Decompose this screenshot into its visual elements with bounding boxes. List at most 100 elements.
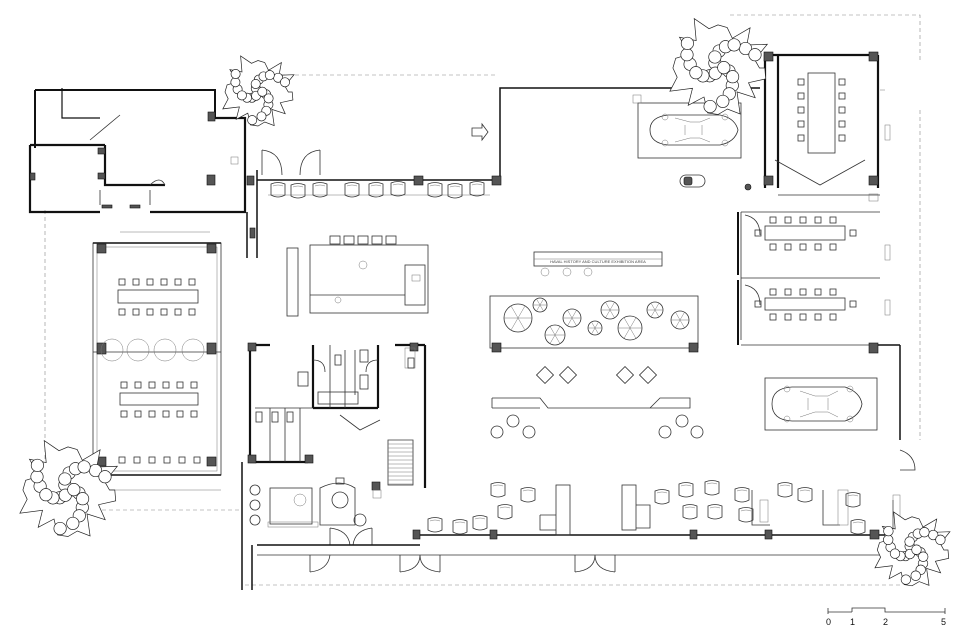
planter-tree-rib xyxy=(571,317,577,326)
lounge-furniture xyxy=(678,482,694,498)
planter-tree-rib xyxy=(629,317,637,329)
tree-leaf-cluster xyxy=(98,470,112,484)
chair-furniture xyxy=(797,134,805,142)
chair-furniture xyxy=(784,216,792,224)
planter-tree-rib xyxy=(536,304,541,312)
chair-furniture xyxy=(188,308,196,316)
lounge-furniture xyxy=(447,183,463,199)
planter-tree-rib xyxy=(675,312,681,321)
planter-tree-rib xyxy=(654,309,660,318)
chair-furniture xyxy=(160,278,168,286)
lounge-furniture xyxy=(490,482,506,498)
chair-furniture xyxy=(838,106,846,114)
planter-tree-rib xyxy=(536,298,541,306)
planter-tree-rib xyxy=(539,304,544,312)
lounge-furniture xyxy=(497,504,513,520)
tree-leaf-cluster xyxy=(264,70,275,81)
smallcircle-furniture xyxy=(490,425,504,439)
chair-furniture xyxy=(148,381,156,389)
exhibition-area: HAVAL HISTORY AND CULTURE EXHIBITION ARE… xyxy=(489,251,704,439)
chair-furniture xyxy=(769,216,777,224)
tree-leaf-cluster xyxy=(918,551,929,562)
tree-leaf-cluster xyxy=(58,472,72,486)
smallcircle-furniture xyxy=(690,425,704,439)
lounge-furniture xyxy=(704,480,720,496)
chair-furniture xyxy=(132,278,140,286)
chair-furniture xyxy=(174,278,182,286)
tree-leaf-cluster xyxy=(726,70,740,84)
tree-leaf-cluster xyxy=(680,48,694,62)
chair-furniture xyxy=(797,78,805,86)
planter-tree-rib xyxy=(591,321,596,329)
chair-furniture xyxy=(163,456,171,464)
chair-furniture xyxy=(120,381,128,389)
tree-leaf-cluster xyxy=(263,93,274,104)
chair-furniture xyxy=(162,381,170,389)
tree-top-right xyxy=(669,17,769,115)
restroom-core xyxy=(247,342,427,491)
chair-furniture xyxy=(148,410,156,418)
tree-top-left xyxy=(222,55,295,127)
tree-leaf-cluster xyxy=(910,570,921,581)
scale-bar: 0 1 2 5 xyxy=(826,607,946,627)
diamond-furniture xyxy=(536,366,554,384)
chair-furniture xyxy=(849,229,857,237)
chair-furniture xyxy=(188,278,196,286)
lounge-furniture xyxy=(734,487,750,503)
chair-furniture xyxy=(146,278,154,286)
exhibition-sign-text: HAVAL HISTORY AND CULTURE EXHIBITION ARE… xyxy=(550,259,646,264)
site-boundary xyxy=(44,14,921,586)
planter-tree-rib xyxy=(605,302,611,311)
lounge-seating-top xyxy=(270,181,485,199)
chair-furniture xyxy=(160,308,168,316)
chair-furniture xyxy=(190,381,198,389)
tree-leaf-cluster xyxy=(230,77,241,88)
chair-furniture xyxy=(814,313,822,321)
chair-furniture xyxy=(174,308,182,316)
chair-furniture xyxy=(799,288,807,296)
chair-furniture xyxy=(797,92,805,100)
planter-tree-rib xyxy=(539,298,544,306)
tree-leaf-cluster xyxy=(256,111,267,122)
planter-tree-rib xyxy=(571,310,577,319)
planter-tree-rib xyxy=(549,334,556,344)
tree-leaf-cluster xyxy=(919,527,930,538)
chair-furniture xyxy=(799,216,807,224)
lounge-furniture xyxy=(707,504,723,520)
tree-bottom-left xyxy=(19,439,119,537)
tree-leaf-cluster xyxy=(230,69,241,79)
chair-furniture xyxy=(190,410,198,418)
tree-leaf-cluster xyxy=(53,521,67,536)
right-wing xyxy=(737,51,916,544)
chair-furniture xyxy=(784,313,792,321)
planter-tree-rib xyxy=(554,326,561,336)
tree-leaf-cluster xyxy=(883,525,894,537)
scale-label-2: 2 xyxy=(883,617,888,627)
planter-tree-rib xyxy=(517,305,526,319)
tree-leaf-cluster xyxy=(935,534,946,545)
chair-furniture xyxy=(799,313,807,321)
chair-furniture xyxy=(784,288,792,296)
diamond-furniture xyxy=(639,366,657,384)
diamond-furniture xyxy=(559,366,577,384)
planter-tree-rib xyxy=(549,326,556,336)
tree-leaf-cluster xyxy=(257,86,268,97)
chair-furniture xyxy=(193,456,201,464)
chair-furniture xyxy=(118,308,126,316)
planter-tree-rib xyxy=(517,317,526,331)
planter-tree-rib xyxy=(650,302,656,311)
planter-tree-rib xyxy=(650,309,656,318)
tree-leaf-cluster xyxy=(680,36,694,50)
planter-tree-rib xyxy=(679,319,685,328)
tree-leaf-cluster xyxy=(236,90,247,101)
chair-furniture xyxy=(829,288,837,296)
chair-furniture xyxy=(176,381,184,389)
planter-tree-rib xyxy=(567,310,573,319)
lounge-seating-bottom xyxy=(427,480,866,535)
chair-furniture xyxy=(784,243,792,251)
bottom-display-area xyxy=(539,484,849,536)
lounge-furniture xyxy=(797,487,813,503)
tree-leaf-cluster xyxy=(900,574,912,585)
tree-leaf-cluster xyxy=(250,79,261,89)
